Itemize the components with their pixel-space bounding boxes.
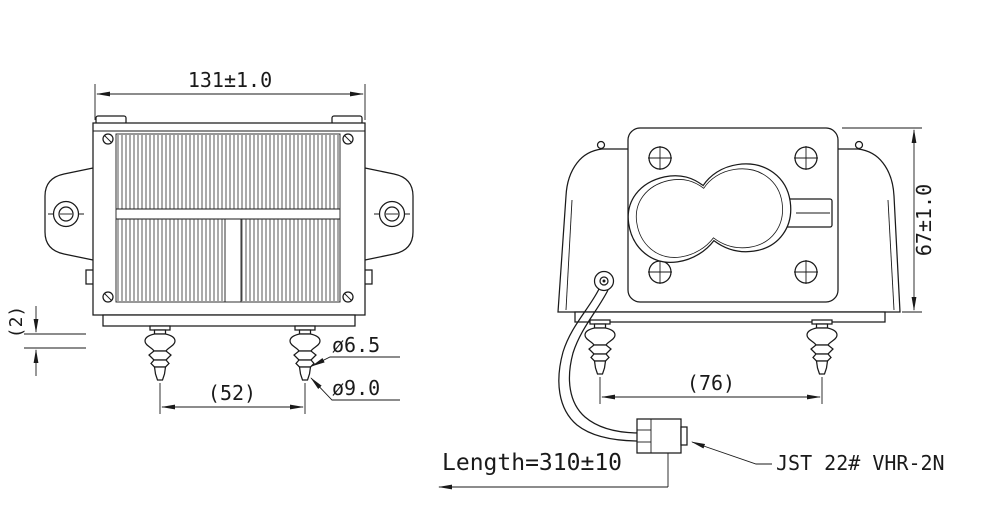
fin-stack: [115, 133, 341, 303]
dimension-front-width: 131±1.0: [94, 68, 366, 120]
ear-screw-left-icon: [596, 140, 606, 150]
dimension-dia-small: ø6.5: [311, 333, 400, 367]
side-baseplate: [574, 311, 886, 323]
ear-screw-right-icon: [854, 140, 864, 150]
side-foot-left: [584, 319, 616, 375]
callout-connector: JST 22# VHR-2N: [691, 441, 945, 475]
dimension-side-height: 67±1.0: [842, 127, 936, 313]
pump-head-cover: [627, 163, 792, 263]
dimension-dia-large: ø9.0: [310, 376, 400, 401]
mount-bracket-right: [364, 167, 414, 261]
dimension-lead-length: Length=310±10: [438, 450, 669, 490]
dimension-side-foot-spacing: (76): [599, 371, 823, 404]
side-view: [557, 127, 901, 454]
side-foot-right: [806, 319, 838, 375]
cable-gland-icon: [593, 270, 615, 292]
mount-bracket-left: [44, 167, 94, 261]
dim-dia-small-label: ø6.5: [332, 333, 380, 357]
dim-front-step-label: (2): [6, 306, 27, 339]
front-foot-left: [144, 325, 176, 381]
dim-lead-length-label: Length=310±10: [442, 450, 622, 476]
front-view: [44, 115, 414, 381]
dimension-front-step: (2): [6, 306, 86, 376]
connector-housing: [636, 418, 688, 454]
lead-wire: [558, 288, 641, 442]
dim-front-foot-spacing-label: (52): [208, 381, 256, 405]
dim-side-height-label: 67±1.0: [912, 184, 936, 256]
phillips-screw-icons: [648, 146, 818, 284]
corner-screw-icons: [102, 133, 354, 303]
dimension-front-foot-spacing: (52): [159, 381, 306, 414]
front-housing: [85, 115, 373, 327]
connector-label: JST 22# VHR-2N: [776, 451, 945, 475]
front-baseplate: [102, 314, 356, 327]
dim-dia-large-label: ø9.0: [332, 376, 380, 400]
dim-front-width-label: 131±1.0: [188, 68, 272, 92]
dim-side-foot-spacing-label: (76): [687, 371, 735, 395]
front-foot-right: [289, 325, 321, 381]
